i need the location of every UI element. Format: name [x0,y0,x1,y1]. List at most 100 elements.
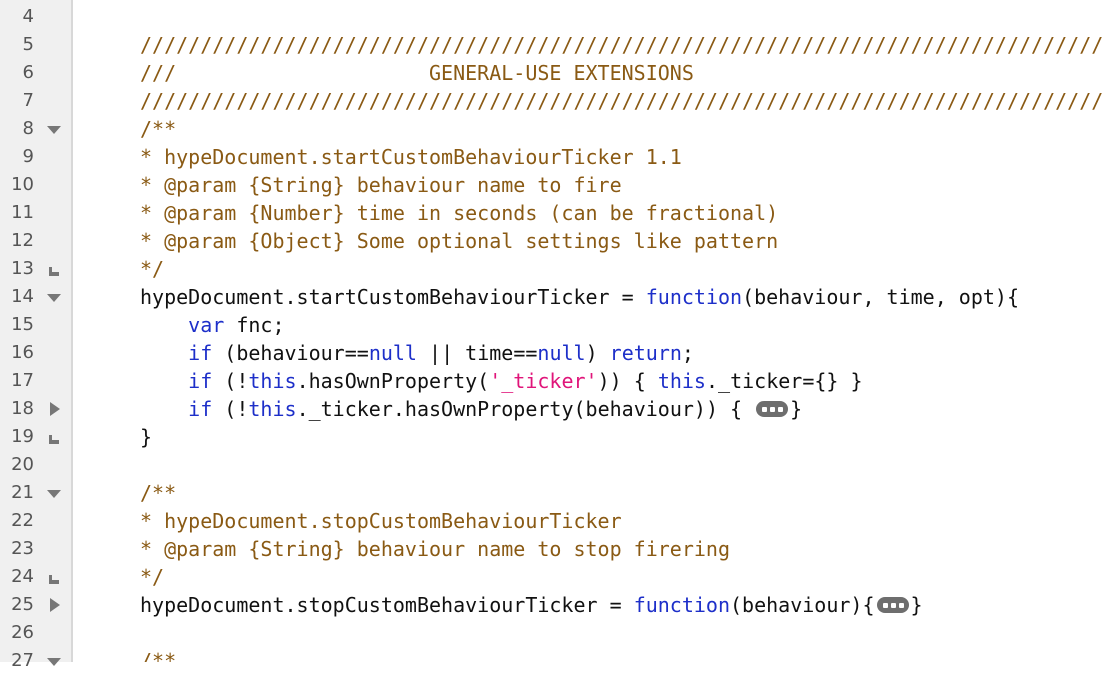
string-token: '_ticker' [489,369,598,393]
code-token: } [790,397,803,421]
code-token: (behaviour== [212,341,369,365]
code-line[interactable]: * @param {String} behaviour name to stop… [140,535,730,563]
line-number: 7 [22,90,34,111]
line-number: 16 [11,342,34,363]
code-token: (behaviour){ [730,593,875,617]
code-line[interactable]: if (!this.hasOwnProperty('_ticker')) { t… [140,367,863,395]
line-number: 8 [22,118,34,139]
code-line[interactable]: hypeDocument.startCustomBehaviourTicker … [140,283,1019,311]
code-token: hypeDocument.stopCustomBehaviourTicker = [140,593,634,617]
code-token: fnc; [224,313,285,337]
line-number: 20 [11,454,34,475]
fold-end-icon [46,563,62,591]
keyword-token: function [633,593,731,617]
fold-collapse-icon[interactable] [46,115,62,143]
code-token: hypeDocument.startCustomBehaviourTicker … [140,285,646,309]
code-line[interactable]: /// GENERAL-USE EXTENSIONS [140,59,694,87]
keyword-token: this [248,369,297,393]
code-line[interactable]: */ [140,255,164,283]
code-line[interactable]: * @param {String} behaviour name to fire [140,171,622,199]
keyword-token: return [609,341,682,365]
code-line[interactable]: if (!this._ticker.hasOwnProperty(behavio… [140,395,802,423]
code-token: ._ticker={} } [705,369,863,393]
code-token [140,397,188,421]
comment-token: /// GENERAL-USE EXTENSIONS [140,61,694,85]
keyword-token: if [188,397,213,421]
comment-token: * hypeDocument.stopCustomBehaviourTicker [140,509,622,533]
line-number: 17 [11,370,34,391]
code-token: ._ticker.hasOwnProperty(behaviour)) { [296,397,755,421]
code-line[interactable]: * @param {Object} Some optional settings… [140,227,778,255]
code-token: } [140,425,153,449]
comment-token: * hypeDocument.startCustomBehaviourTicke… [140,145,682,169]
fold-end-icon [46,255,62,283]
keyword-token: if [188,341,213,365]
line-number: 11 [11,202,34,223]
code-token: || time== [416,341,538,365]
comment-token: * @param {String} behaviour name to fire [140,173,622,197]
code-token [140,313,188,337]
line-number: 24 [11,566,34,587]
line-number: 18 [11,398,34,419]
fold-collapse-icon[interactable] [46,647,62,675]
comment-token: */ [140,257,165,281]
code-token [140,341,188,365]
code-line[interactable]: if (behaviour==null || time==null) retur… [140,339,694,367]
line-number: 9 [22,146,34,167]
code-line[interactable]: hypeDocument.stopCustomBehaviourTicker =… [140,591,923,619]
line-number: 12 [11,230,34,251]
comment-token: * @param {Object} Some optional settings… [140,229,779,253]
code-line[interactable]: * hypeDocument.stopCustomBehaviourTicker [140,507,622,535]
keyword-token: null [368,341,417,365]
line-number-gutter [0,0,73,662]
keyword-token: this [248,397,297,421]
code-token [140,369,188,393]
folded-code-ellipsis-icon[interactable] [756,400,789,417]
code-line[interactable]: /** [140,115,176,143]
comment-token: * @param {Number} time in seconds (can b… [140,201,779,225]
line-number: 13 [11,258,34,279]
code-token: .hasOwnProperty( [296,369,490,393]
fold-expand-icon[interactable] [46,591,62,619]
folded-code-ellipsis-icon[interactable] [876,596,909,613]
code-line[interactable]: /** [140,479,176,507]
line-number: 27 [11,650,34,671]
code-token: )) { [597,369,658,393]
code-line[interactable]: ////////////////////////////////////////… [140,31,1103,59]
line-number: 22 [11,510,34,531]
code-editor[interactable]: ////////////////////////////////////////… [73,0,1118,662]
code-line[interactable]: * @param {Number} time in seconds (can b… [140,199,778,227]
comment-token: /** [140,649,177,662]
line-number: 4 [22,6,34,27]
code-token: ) [585,341,610,365]
code-token: (behaviour, time, opt){ [742,285,1020,309]
line-number: 14 [11,286,34,307]
code-token: ; [681,341,694,365]
line-number: 10 [11,174,34,195]
code-line[interactable]: * hypeDocument.startCustomBehaviourTicke… [140,143,682,171]
line-number: 5 [22,34,34,55]
code-token: } [910,593,923,617]
fold-collapse-icon[interactable] [46,283,62,311]
fold-expand-icon[interactable] [46,395,62,423]
comment-token: /** [140,117,177,141]
keyword-token: var [188,313,225,337]
code-line[interactable]: var fnc; [140,311,285,339]
code-line[interactable]: } [140,423,152,451]
line-number: 26 [11,622,34,643]
fold-end-icon [46,423,62,451]
comment-token: /** [140,481,177,505]
comment-token: * @param {String} behaviour name to stop… [140,537,731,561]
line-number: 23 [11,538,34,559]
keyword-token: function [645,285,743,309]
keyword-token: null [537,341,586,365]
comment-token: */ [140,565,165,589]
code-line[interactable]: /** [140,647,176,662]
fold-collapse-icon[interactable] [46,479,62,507]
code-token: (! [212,397,249,421]
line-number: 21 [11,482,34,503]
code-line[interactable]: ////////////////////////////////////////… [140,87,1103,115]
code-line[interactable]: */ [140,563,164,591]
keyword-token: if [188,369,213,393]
comment-token: ////////////////////////////////////////… [140,33,1104,57]
